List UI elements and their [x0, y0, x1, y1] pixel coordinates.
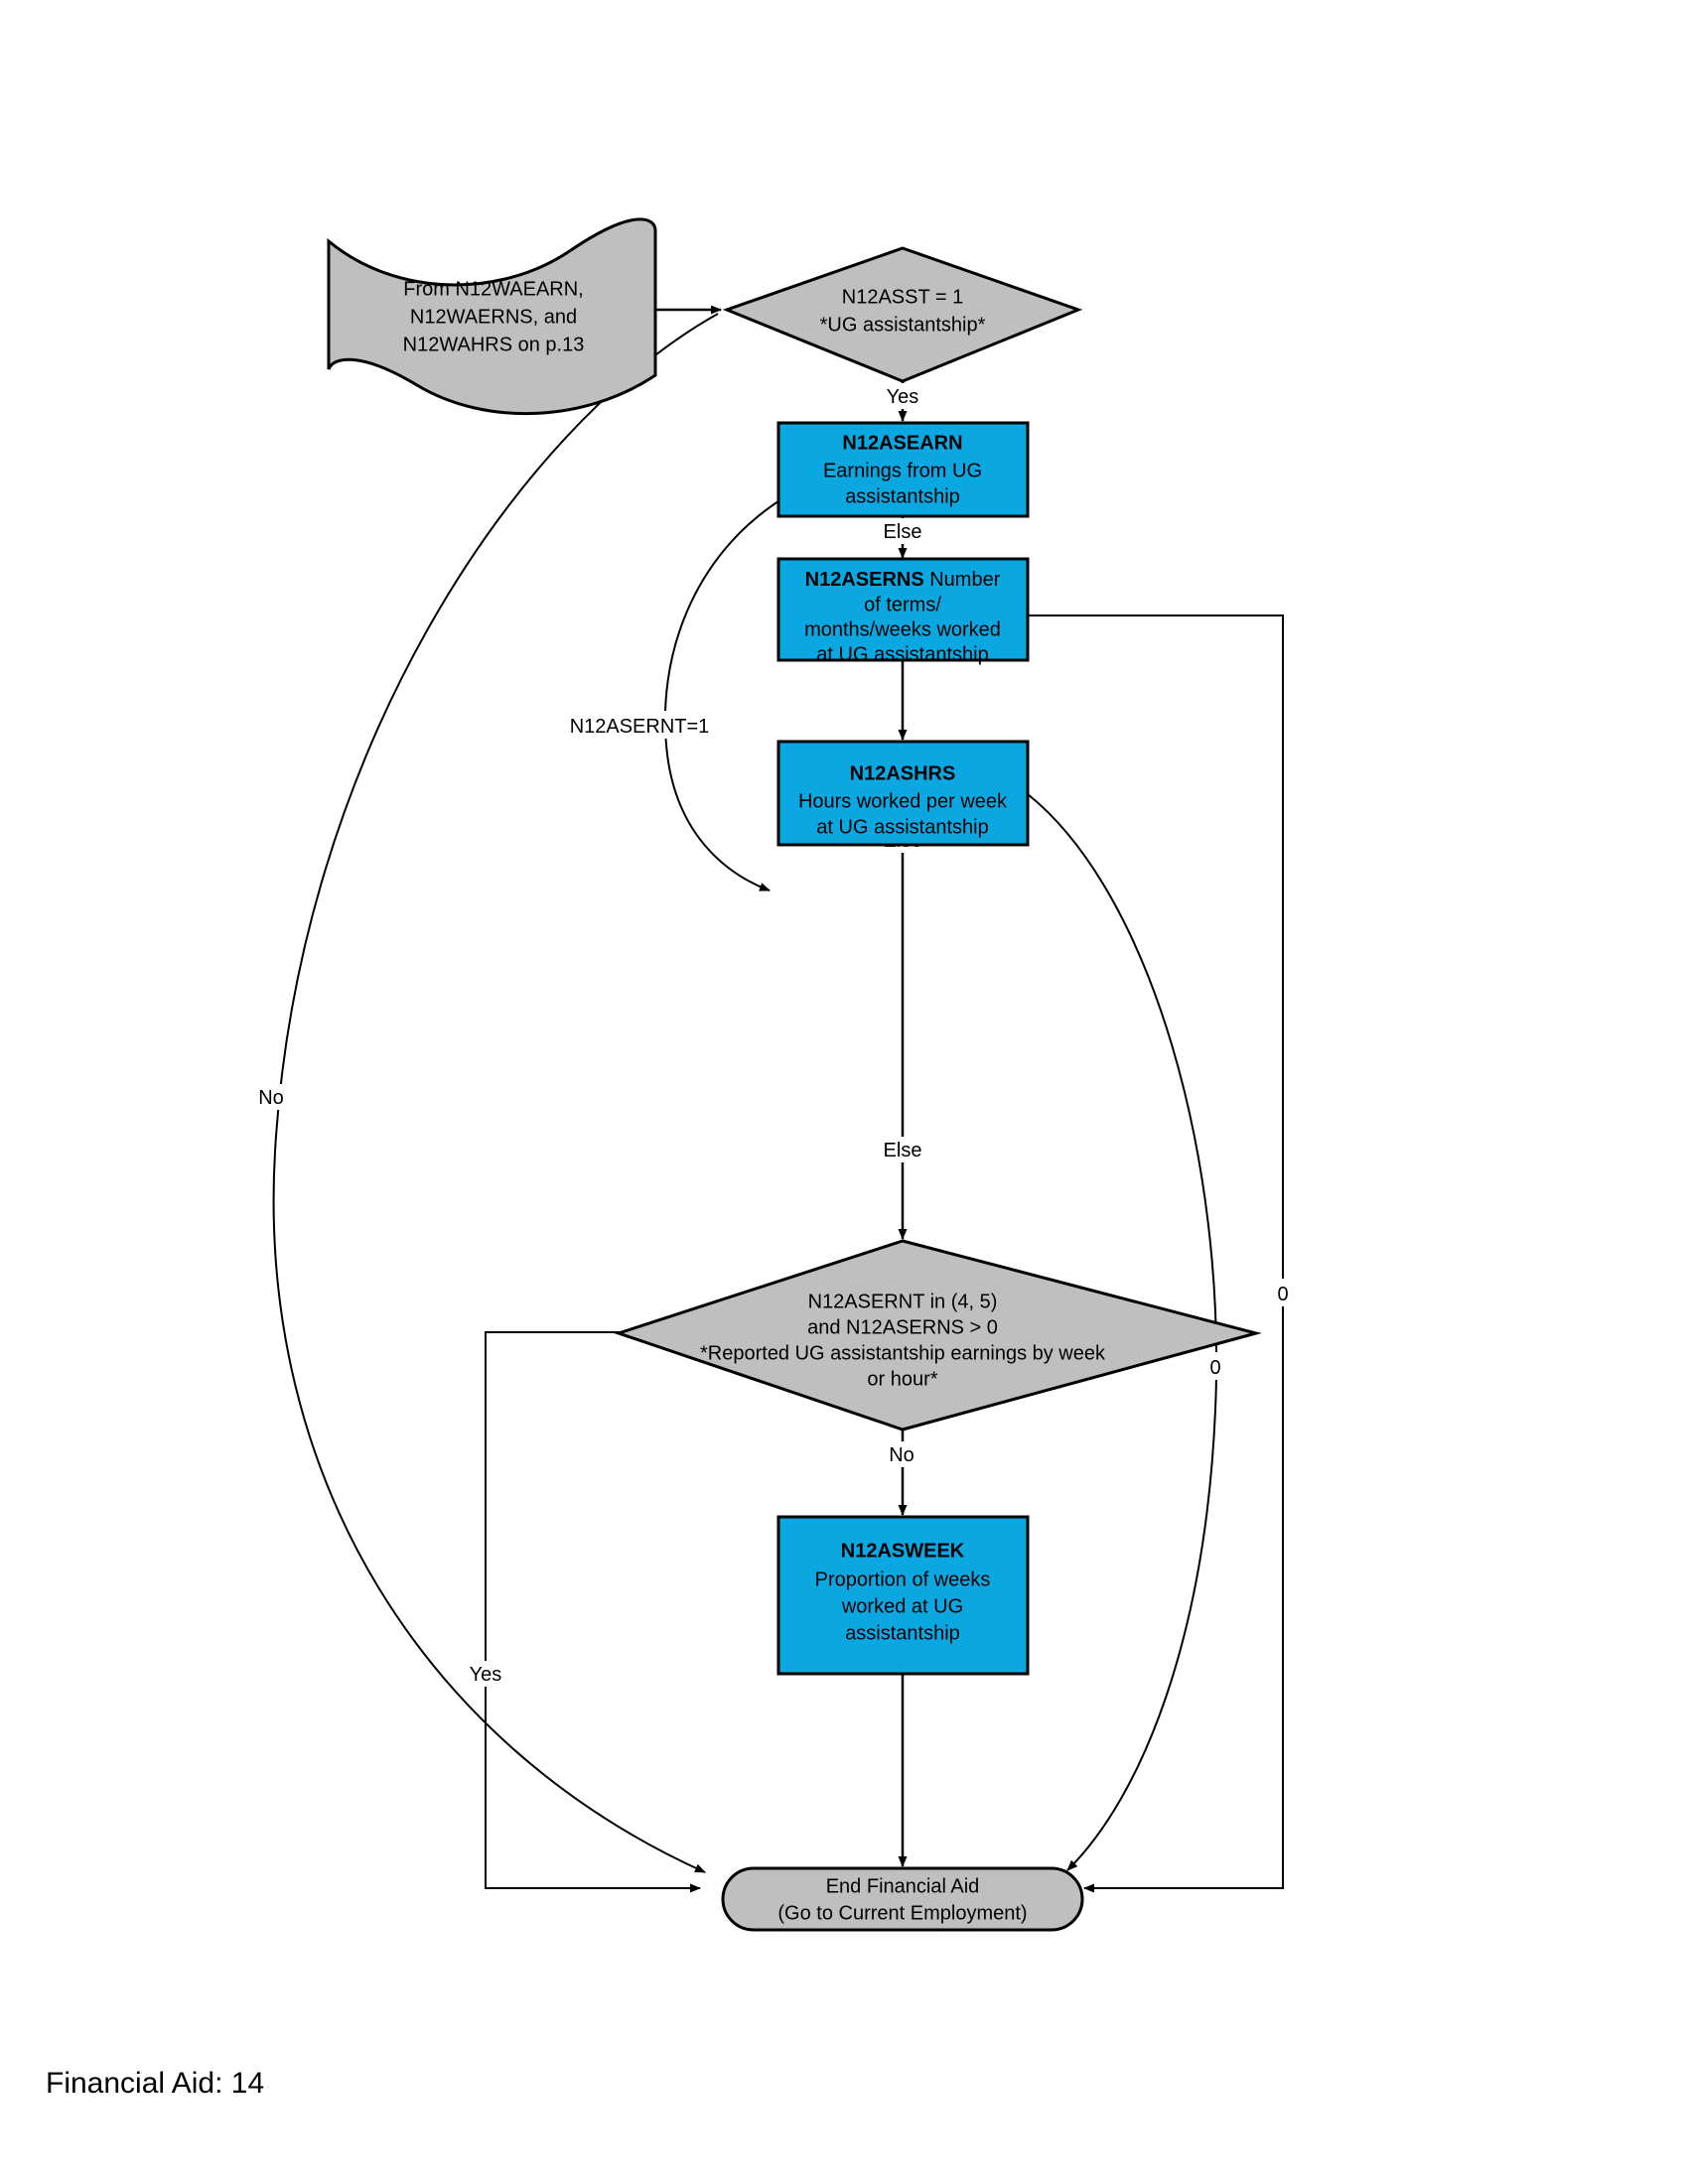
- edge-label-aserns-zero: 0: [1269, 1279, 1297, 1306]
- node-text-line: N12WAHRS on p.13: [403, 334, 585, 355]
- node-terminator-end[interactable]: End Financial Aid (Go to Current Employm…: [721, 1866, 1084, 1932]
- node-text-line: assistantship: [845, 1622, 960, 1644]
- edge-label-asst-yes: Yes: [874, 383, 931, 409]
- node-text-line: Hours worked per week: [798, 790, 1008, 812]
- node-text-line: at UG assistantship: [816, 643, 988, 665]
- connector-ashrs-zero-to-end: [1027, 793, 1218, 1871]
- edge-label-asst-no: No: [248, 1084, 296, 1110]
- edge-label-text: Yes: [470, 1664, 502, 1686]
- page-caption: Financial Aid: 14: [46, 2067, 265, 2100]
- node-title-code: N12ASERNS: [805, 569, 924, 591]
- node-text-line: at UG assistantship: [816, 816, 988, 838]
- node-process-n12asweek[interactable]: N12ASWEEK Proportion of weeks worked at …: [776, 1515, 1030, 1676]
- node-title: N12ASEARN: [842, 432, 962, 454]
- node-text-line: (Go to Current Employment): [777, 1902, 1027, 1924]
- node-text-line: End Financial Aid: [826, 1875, 980, 1897]
- edge-label-ashrs-zero: 0: [1201, 1352, 1229, 1380]
- edge-label-asernt-no: No: [876, 1441, 927, 1467]
- connector-aserns-zero-to-end: [1028, 614, 1284, 1893]
- node-text-line: N12ASERNT in (4, 5): [808, 1291, 998, 1312]
- edge-label-text: 0: [1277, 1284, 1288, 1305]
- node-text-line: assistantship: [845, 485, 960, 507]
- edge-label-asernt-yes: Yes: [459, 1661, 514, 1687]
- node-title: N12ASWEEK: [841, 1540, 965, 1562]
- node-text-line: and N12ASERNS > 0: [807, 1316, 998, 1338]
- connector-asst-no-to-end: [272, 313, 719, 1873]
- connector-asernt-yes-to-end: [485, 1331, 701, 1893]
- node-text-line: From N12WAEARN,: [403, 278, 584, 300]
- edge-label-text: N12ASERNT=1: [570, 716, 710, 738]
- node-text-line: Proportion of weeks: [815, 1569, 991, 1590]
- node-text-line: Earnings from UG: [823, 460, 982, 481]
- edge-label-asernt-eq-1: N12ASERNT=1: [552, 711, 727, 739]
- node-text-line: worked at UG: [841, 1595, 963, 1617]
- node-source-document[interactable]: From N12WAEARN, N12WAERNS, and N12WAHRS …: [327, 217, 657, 416]
- node-process-n12asearn[interactable]: N12ASEARN Earnings from UG assistantship: [776, 421, 1030, 518]
- node-text-line: months/weeks worked: [804, 618, 1001, 640]
- edge-label-asearn-else: Else: [874, 518, 931, 544]
- edge-label-ashrs-else: Else: [874, 1137, 931, 1162]
- node-text-line: N12WAERNS, and: [410, 306, 577, 328]
- node-decision-n12asernt[interactable]: N12ASERNT in (4, 5) and N12ASERNS > 0 *R…: [614, 1239, 1262, 1432]
- node-title: N12ASHRS: [850, 762, 956, 784]
- node-decision-n12asst[interactable]: N12ASST = 1 *UG assistantship*: [722, 246, 1083, 383]
- edge-label-text: 0: [1209, 1357, 1220, 1379]
- edge-label-text: Else: [884, 521, 922, 543]
- node-text-line: of terms/: [864, 594, 941, 615]
- node-title: N12ASERNS Number: [805, 569, 1001, 591]
- edge-label-text: Yes: [887, 386, 919, 408]
- node-title-suffix: Number: [924, 569, 1001, 591]
- node-process-n12ashrs[interactable]: N12ASHRS Hours worked per week at UG ass…: [776, 740, 1030, 847]
- edge-label-text: Else: [884, 1140, 922, 1161]
- edge-label-text: No: [258, 1087, 284, 1109]
- edge-label-text: No: [889, 1444, 914, 1466]
- node-text-line: N12ASST = 1: [842, 286, 963, 308]
- node-process-n12aserns[interactable]: N12ASERNS Number of terms/ months/weeks …: [776, 557, 1030, 665]
- node-text-line: *UG assistantship*: [820, 314, 986, 336]
- connector-asernt-eq-1: [663, 500, 779, 891]
- node-text-line: or hour*: [867, 1368, 937, 1390]
- node-text-line: *Reported UG assistantship earnings by w…: [700, 1342, 1106, 1364]
